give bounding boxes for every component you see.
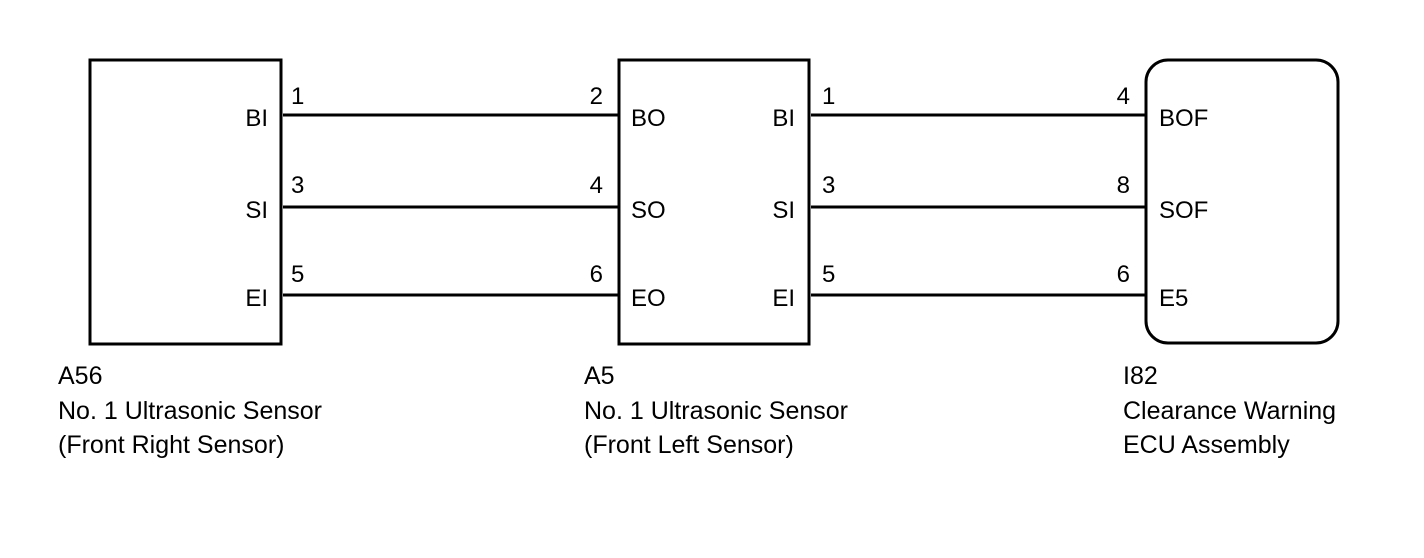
i82-component-name: Clearance Warning xyxy=(1123,397,1336,425)
a5-terminal-bi: BI xyxy=(772,105,795,132)
a5-pin-5: 5 xyxy=(822,261,835,288)
a5-pin-6: 6 xyxy=(590,261,603,288)
a56-pin-3: 3 xyxy=(291,172,304,199)
a5-terminal-bo: BO xyxy=(631,105,666,132)
i82-pin-6: 6 xyxy=(1117,261,1130,288)
i82-component-box xyxy=(1144,58,1340,345)
a5-component-box xyxy=(617,58,811,346)
a5-pin-4: 4 xyxy=(590,172,603,199)
i82-terminal-sof: SOF xyxy=(1159,197,1208,224)
a5-terminal-eo: EO xyxy=(631,285,666,312)
i82-pin-8: 8 xyxy=(1117,172,1130,199)
a56-pin-5: 5 xyxy=(291,261,304,288)
a56-component-desc: (Front Right Sensor) xyxy=(58,431,284,459)
a5-pin-1: 1 xyxy=(822,83,835,110)
i82-terminal-e5: E5 xyxy=(1159,285,1188,312)
a5-pin-3: 3 xyxy=(822,172,835,199)
a56-terminal-ei: EI xyxy=(245,285,268,312)
a5-component-desc: (Front Left Sensor) xyxy=(584,431,794,459)
i82-component-desc: ECU Assembly xyxy=(1123,431,1290,459)
a56-component-name: No. 1 Ultrasonic Sensor xyxy=(58,397,322,425)
i82-terminal-bof: BOF xyxy=(1159,105,1208,132)
a5-terminal-so: SO xyxy=(631,197,666,224)
a56-pin-1: 1 xyxy=(291,83,304,110)
a5-terminal-ei: EI xyxy=(772,285,795,312)
a5-component-name: No. 1 Ultrasonic Sensor xyxy=(584,397,848,425)
a56-terminal-bi: BI xyxy=(245,105,268,132)
a56-connector-id: A56 xyxy=(58,362,102,390)
a5-terminal-si: SI xyxy=(772,197,795,224)
a56-component-box xyxy=(88,58,283,346)
i82-connector-id: I82 xyxy=(1123,362,1158,390)
i82-pin-4: 4 xyxy=(1117,83,1130,110)
a5-connector-id: A5 xyxy=(584,362,615,390)
a5-pin-2: 2 xyxy=(590,83,603,110)
a56-terminal-si: SI xyxy=(245,197,268,224)
